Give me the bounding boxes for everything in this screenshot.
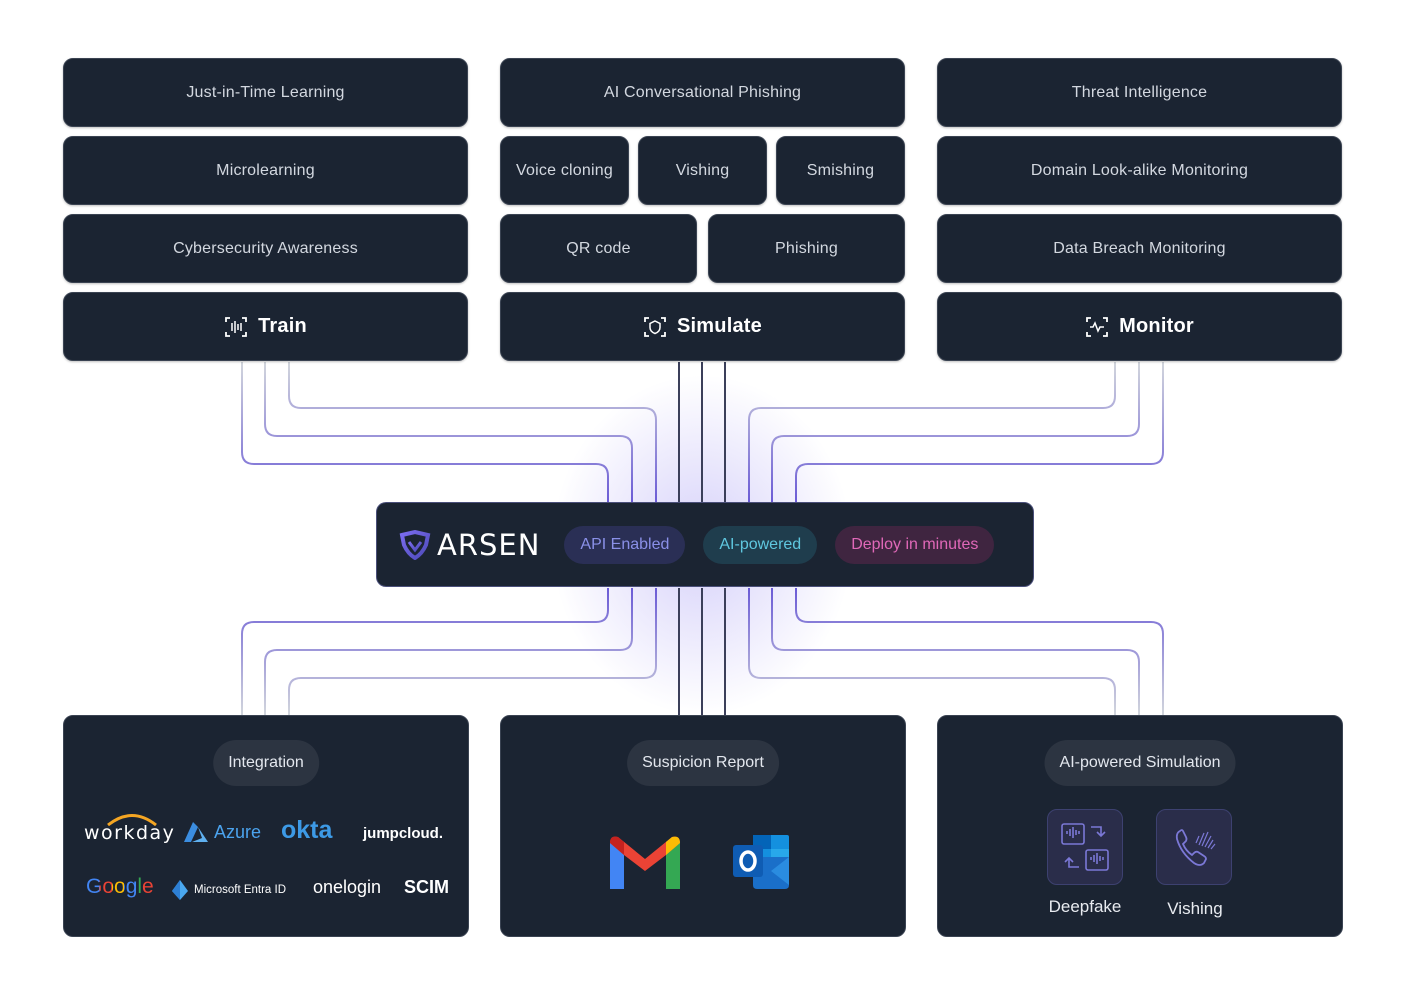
workday-logo: workday [84,814,176,844]
item-label: Smishing [806,161,875,179]
azure-logo: Azure [182,821,261,843]
workday-text: workday [84,822,176,844]
monitor-pillar[interactable]: Monitor [937,292,1342,361]
vishing-tile[interactable] [1156,809,1232,885]
chip-label: Integration [228,754,304,771]
okta-text: okta [281,816,333,844]
azure-icon [184,822,208,842]
chip-label: Suspicion Report [642,754,764,771]
item-label: QR code [566,239,631,257]
deploy-badge: Deploy in minutes [835,525,995,564]
train-scan-icon [225,316,247,337]
integration-title: Integration [213,740,319,786]
train-item-microlearning[interactable]: Microlearning [63,136,468,205]
deepfake-tile[interactable] [1047,809,1123,885]
arsen-wordmark: ARSEN [437,527,541,562]
gmail-icon [610,836,680,889]
jumpcloud-text: jumpcloud. [363,825,443,842]
entra-icon [172,880,188,900]
deepfake-icon [1061,823,1109,871]
item-label: AI Conversational Phishing [603,83,802,101]
scim-logo: SCIM [404,877,449,898]
api-enabled-badge: API Enabled [564,525,686,564]
azure-text: Azure [214,821,262,842]
pillar-label: Simulate [677,315,762,337]
deepfake-label: Deepfake [1048,897,1122,916]
chip-label: AI-powered Simulation [1059,754,1221,771]
train-item-cybersecurity-awareness[interactable]: Cybersecurity Awareness [63,214,468,283]
ai-powered-simulation-card: AI-powered Simulation Deepfake Vishing [937,715,1343,937]
simulate-scan-icon [644,316,666,337]
monitor-item-threat-intelligence[interactable]: Threat Intelligence [937,58,1342,127]
badge-label: Deploy in minutes [851,535,979,553]
google-logo: Google [86,875,154,899]
simulate-item-phishing[interactable]: Phishing [708,214,905,283]
outlook-icon [733,835,789,889]
item-label: Domain Look-alike Monitoring [1030,161,1249,179]
item-label: Cybersecurity Awareness [173,239,358,257]
item-label: Microlearning [216,161,315,179]
monitor-scan-icon [1086,316,1109,337]
onelogin-logo: onelogin [313,877,381,898]
item-label: Threat Intelligence [1071,83,1208,101]
scim-text: SCIM [404,877,449,897]
badge-label: API Enabled [580,535,670,553]
simulate-item-smishing[interactable]: Smishing [776,136,905,205]
microsoft-entra-logo: Microsoft Entra ID [171,879,286,901]
simulate-item-voice-cloning[interactable]: Voice cloning [500,136,629,205]
onelogin-text: onelogin [313,877,382,897]
ai-powered-badge: AI-powered [703,525,818,564]
arsen-hub: ARSEN API Enabled AI-powered Deploy in m… [376,502,1034,587]
ai-powered-simulation-title: AI-powered Simulation [1044,740,1236,786]
monitor-item-data-breach[interactable]: Data Breach Monitoring [937,214,1342,283]
okta-logo: okta [281,816,332,845]
jumpcloud-logo: jumpcloud. [363,825,443,843]
train-item-jit-learning[interactable]: Just-in-Time Learning [63,58,468,127]
item-label: Just-in-Time Learning [186,83,345,101]
arsen-logo: ARSEN [399,528,540,562]
arsen-shield-icon [399,529,431,560]
suspicion-report-card: Suspicion Report [500,715,906,937]
item-label: Phishing [775,239,838,257]
simulate-item-ai-conversational-phishing[interactable]: AI Conversational Phishing [500,58,905,127]
item-label: Data Breach Monitoring [1053,239,1226,257]
vishing-label: Vishing [1167,899,1223,918]
item-label: Vishing [675,161,730,179]
simulate-pillar[interactable]: Simulate [500,292,905,361]
monitor-item-domain-lookalike[interactable]: Domain Look-alike Monitoring [937,136,1342,205]
pillar-label: Train [258,315,307,337]
google-text: Google [86,875,154,898]
entra-text: Microsoft Entra ID [194,884,287,896]
badge-label: AI-powered [719,535,802,553]
simulate-item-vishing[interactable]: Vishing [638,136,767,205]
item-label: Voice cloning [516,161,613,179]
simulate-item-qr-code[interactable]: QR code [500,214,697,283]
workday-arc-icon [107,814,157,826]
suspicion-report-title: Suspicion Report [627,740,779,786]
phone-wave-icon [1175,829,1216,866]
train-pillar[interactable]: Train [63,292,468,361]
pillar-label: Monitor [1119,315,1194,337]
integration-card: Integration workday Azure okta jumpcloud… [63,715,469,937]
